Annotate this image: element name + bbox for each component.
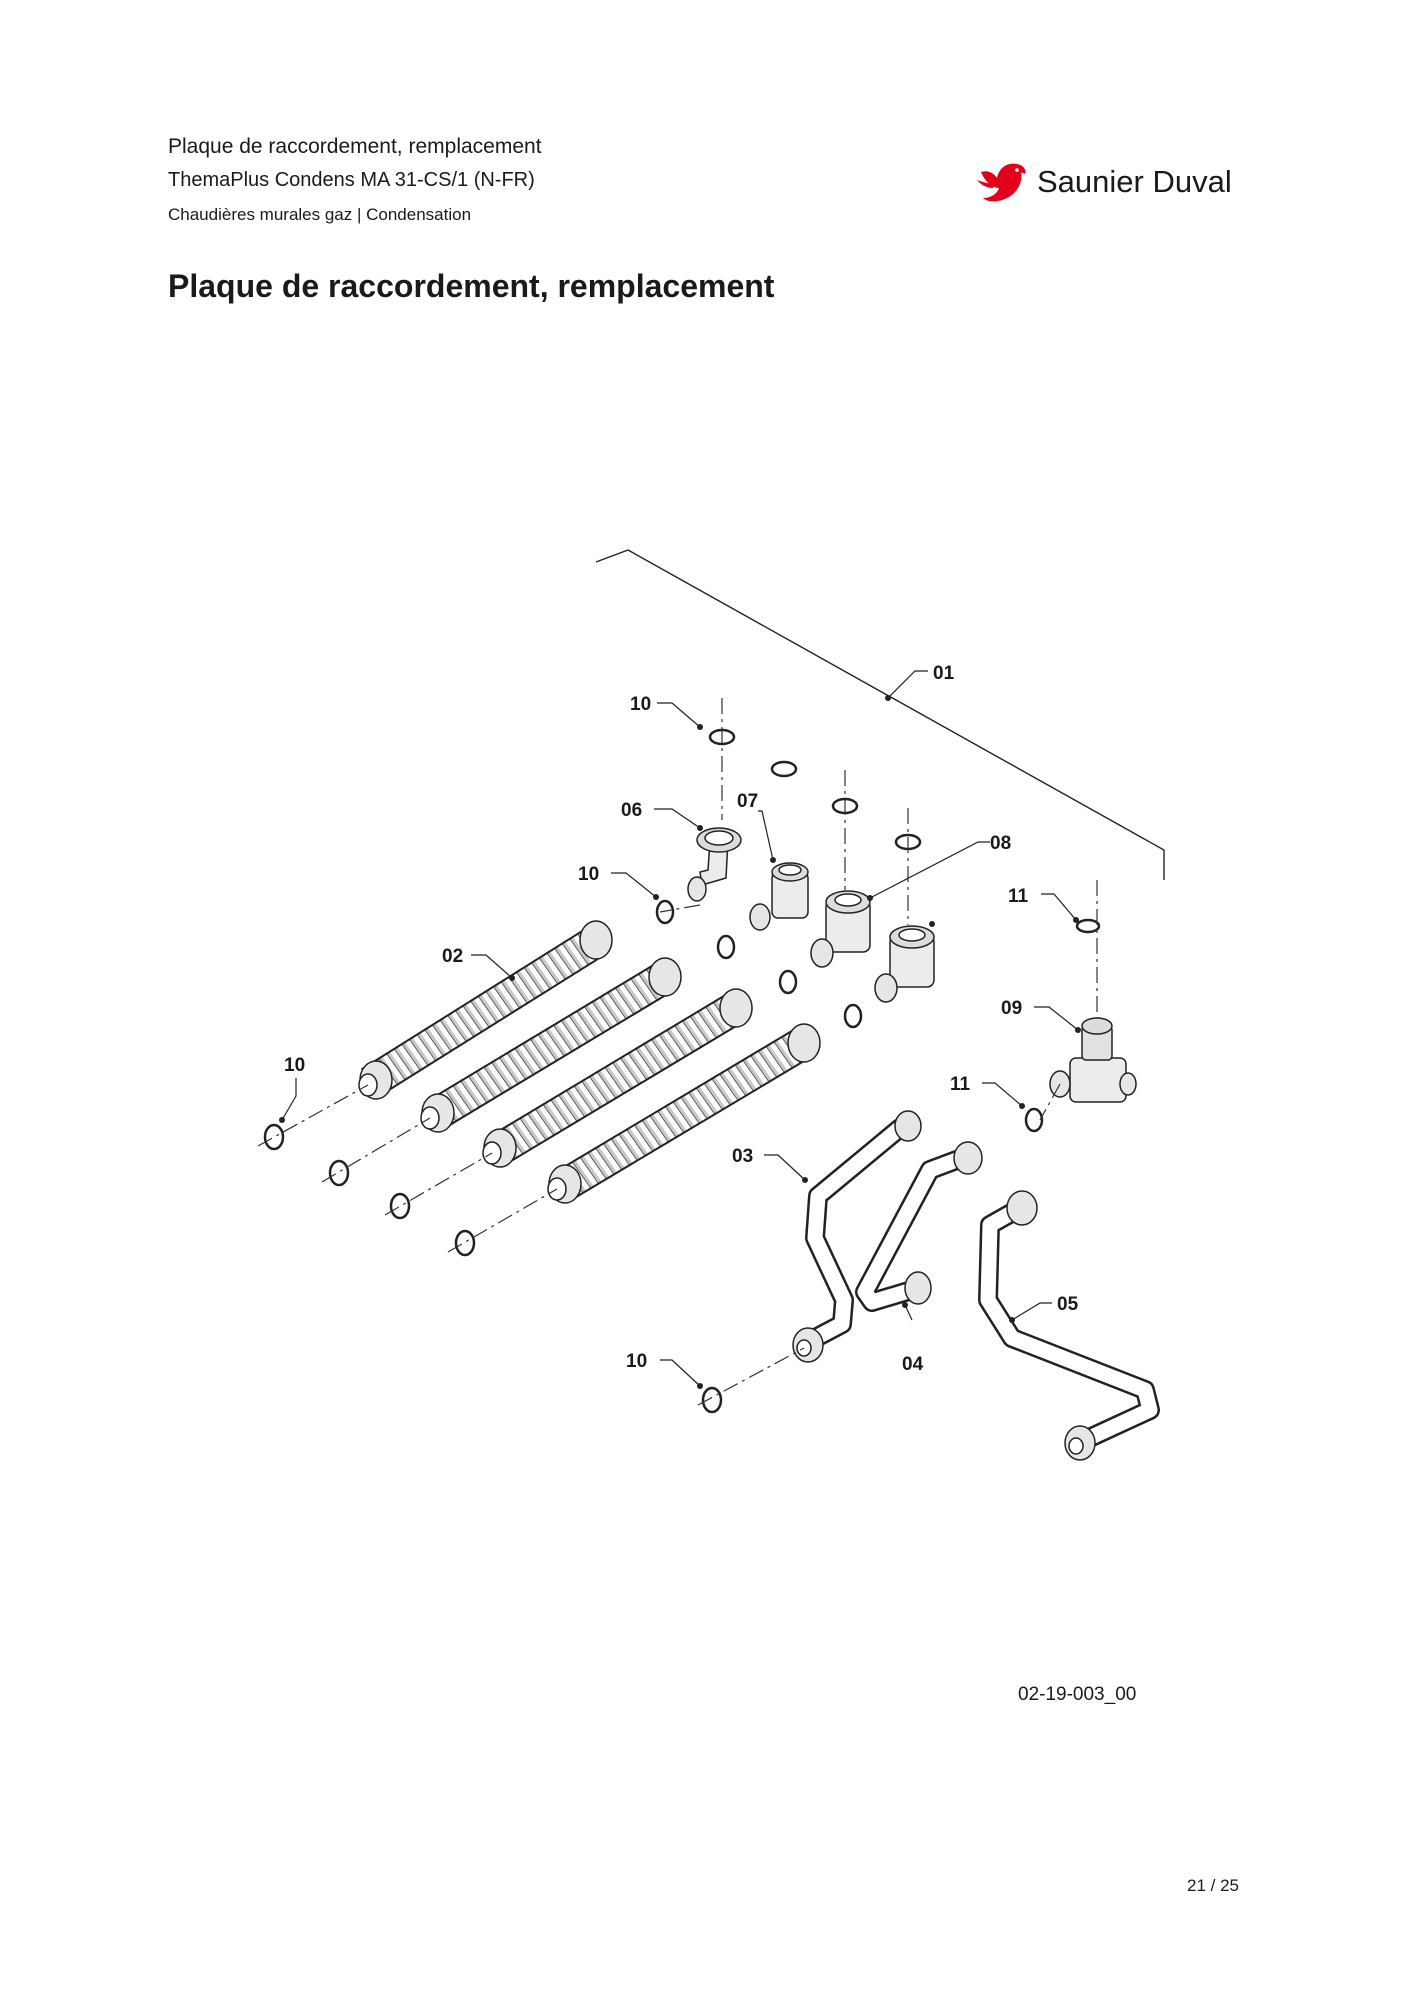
callout-10: 10	[578, 864, 599, 885]
header-document-title: Plaque de raccordement, remplacement	[168, 135, 542, 158]
callout-07: 07	[737, 791, 758, 812]
valve-08a	[810, 890, 871, 968]
callout-02: 02	[442, 946, 463, 967]
valve-08b	[874, 925, 935, 1003]
elbow-06	[687, 827, 742, 902]
callout-06: 06	[621, 800, 642, 821]
callout-04: 04	[902, 1354, 924, 1375]
flex-hose	[547, 1023, 821, 1204]
header-category: Chaudières murales gaz | Condensation	[168, 205, 472, 224]
brand-name: Saunier Duval	[1037, 164, 1232, 199]
valve-07	[749, 862, 809, 931]
flex-hose	[420, 957, 682, 1133]
assembly-axes	[257, 698, 1098, 1406]
callout-08: 08	[990, 833, 1011, 854]
callout-10: 10	[626, 1351, 647, 1372]
callout-05: 05	[1057, 1294, 1079, 1315]
rigid-pipes	[792, 1110, 1160, 1461]
bird-logo-icon	[977, 163, 1026, 202]
brand-logo: Saunier Duval	[977, 158, 1257, 208]
leader-dots	[279, 695, 1081, 1389]
callout-11: 11	[950, 1074, 971, 1095]
rigid-pipe-04	[855, 1141, 983, 1312]
callout-01: 01	[933, 663, 955, 684]
rigid-pipe-05	[978, 1190, 1160, 1461]
leader-lines	[281, 670, 1079, 1387]
figure-reference: 02-19-003_00	[1018, 1684, 1137, 1705]
callout-03: 03	[732, 1146, 753, 1167]
valve-09	[1049, 1017, 1137, 1103]
page-number: 21 / 25	[1187, 1876, 1239, 1895]
callout-10: 10	[284, 1055, 305, 1076]
callout-09: 09	[1001, 998, 1022, 1019]
rigid-pipe-03	[792, 1110, 922, 1363]
header-product-name: ThemaPlus Condens MA 31-CS/1 (N-FR)	[168, 169, 535, 191]
valves-and-fittings	[687, 827, 1137, 1103]
callout-10: 10	[630, 694, 651, 715]
connection-plate-outline	[595, 549, 1165, 880]
page-title: Plaque de raccordement, remplacement	[168, 268, 775, 304]
callout-11: 11	[1008, 886, 1029, 907]
